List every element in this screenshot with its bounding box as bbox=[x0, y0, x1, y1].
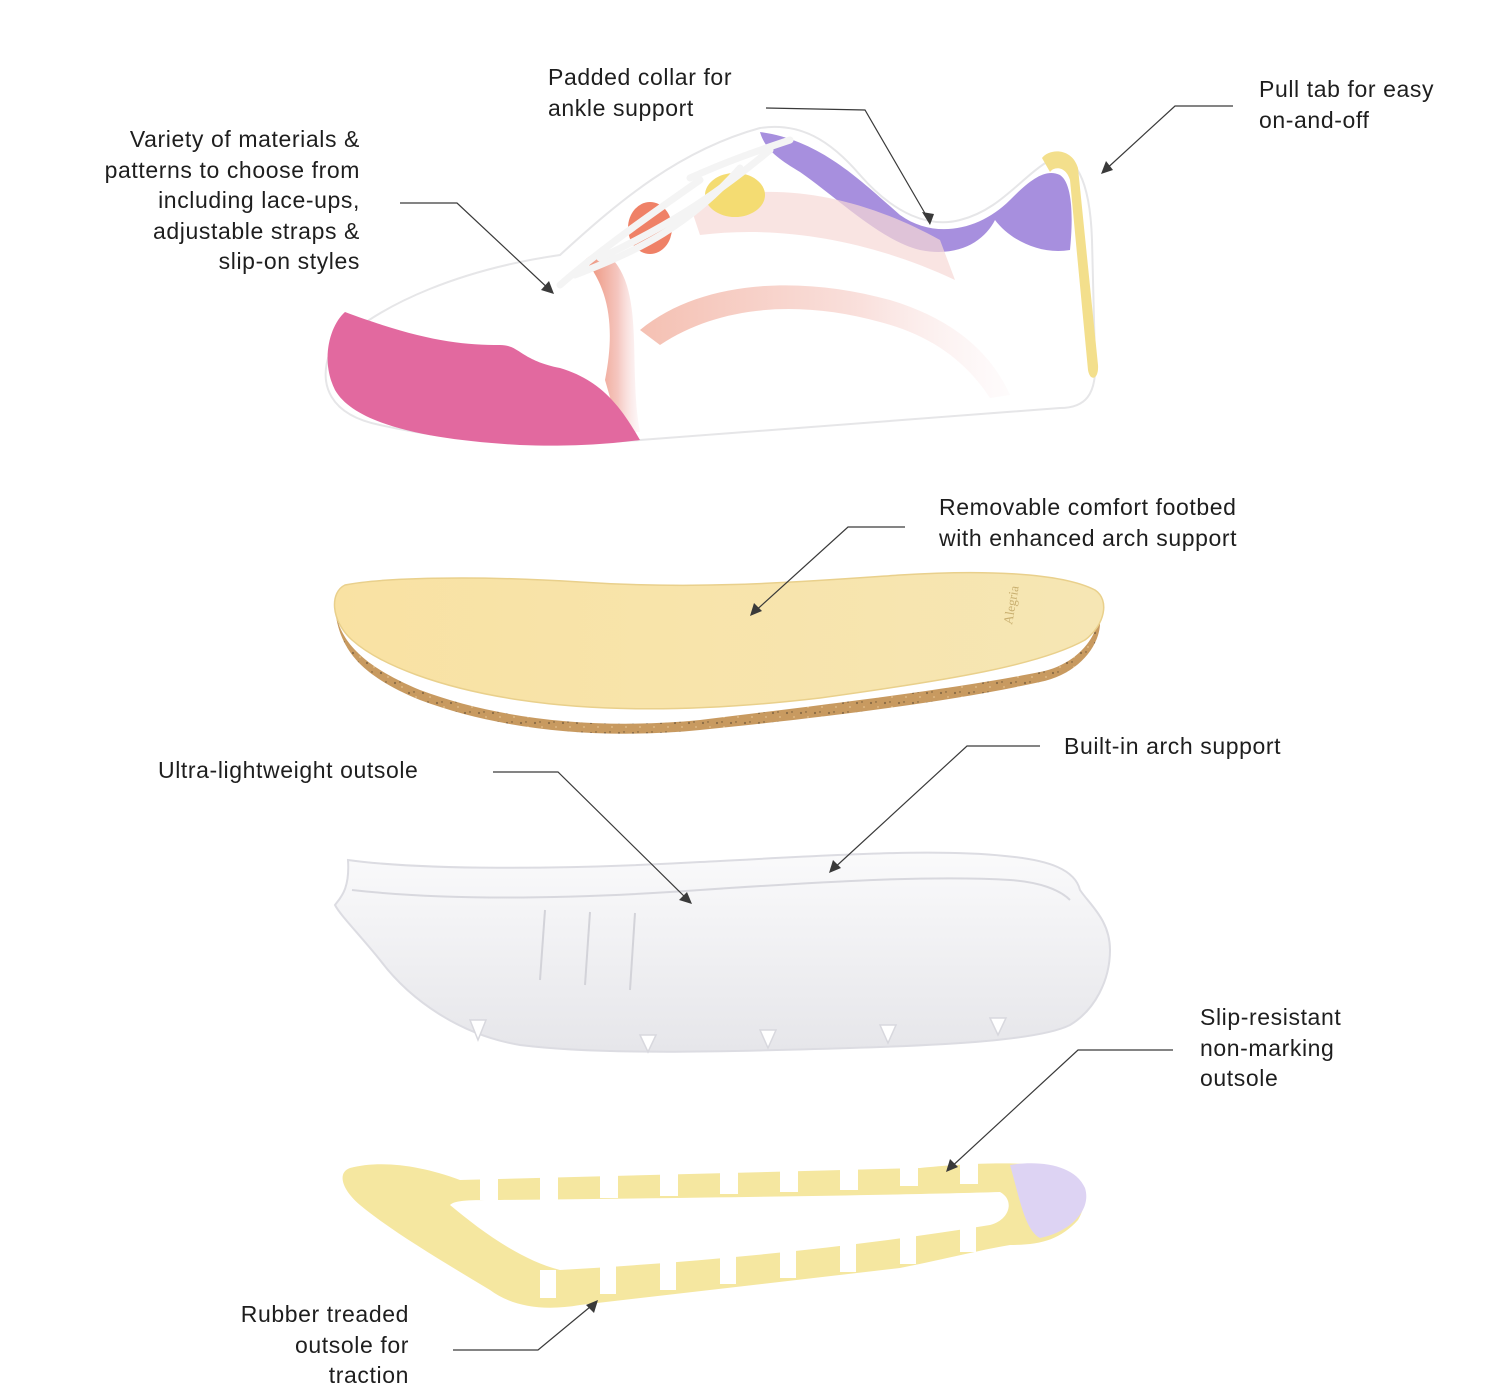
leader-slip-resistant bbox=[947, 1049, 1173, 1171]
callout-ultra-lightweight: Ultra-lightweight outsole bbox=[158, 757, 419, 783]
leader-pull-tab bbox=[1102, 105, 1233, 173]
collar-lining bbox=[760, 132, 1072, 252]
arrow-footbed bbox=[750, 603, 762, 616]
decorative-stripe-front bbox=[585, 252, 640, 432]
tread-outsole-ring bbox=[342, 1163, 1085, 1308]
midsole-body bbox=[333, 851, 1112, 1053]
toe-cap bbox=[327, 312, 640, 446]
leader-lines bbox=[400, 105, 1233, 1351]
leader-footbed bbox=[751, 526, 905, 615]
footbed-brand-text: Alegria bbox=[1000, 584, 1022, 625]
midsole-tread-notches bbox=[468, 1017, 1008, 1054]
arrow-arch bbox=[829, 860, 841, 873]
callout-arch-support: Built-in arch support bbox=[1064, 733, 1282, 759]
heel-pad bbox=[1010, 1163, 1087, 1238]
arrow-outsole-light bbox=[679, 892, 692, 904]
leader-materials bbox=[400, 202, 553, 293]
leader-collar bbox=[765, 107, 931, 223]
arrow-slip-resistant bbox=[946, 1159, 958, 1172]
callout-slip-resistant: Slip-resistant non-marking outsole bbox=[1200, 1004, 1342, 1091]
footbed-cork-base bbox=[335, 610, 1100, 734]
midsole bbox=[333, 851, 1112, 1054]
footbed-top bbox=[333, 571, 1105, 710]
lace-eyelet-yellow bbox=[705, 173, 765, 217]
footbed: Alegria bbox=[333, 571, 1105, 734]
arrow-treaded bbox=[586, 1300, 598, 1313]
callout-treaded-outsole: Rubber treaded outsole for traction bbox=[240, 1301, 409, 1388]
tread-lugs bbox=[480, 1160, 978, 1298]
laces bbox=[556, 136, 794, 289]
leader-outsole-light bbox=[493, 771, 691, 903]
midsole-inner-wall bbox=[351, 877, 1071, 901]
pull-tab bbox=[1042, 151, 1099, 378]
callout-footbed: Removable comfort footbed with enhanced … bbox=[939, 494, 1238, 551]
callout-padded-collar: Padded collar for ankle support bbox=[548, 64, 733, 121]
tread-outsole bbox=[342, 1160, 1087, 1308]
side-panel-stripe bbox=[690, 191, 955, 280]
leader-treaded bbox=[453, 1301, 597, 1351]
leader-arch bbox=[830, 745, 1040, 872]
arrow-materials bbox=[541, 281, 554, 294]
arrow-collar bbox=[922, 212, 934, 225]
decorative-stripe-rear bbox=[640, 285, 1010, 398]
midsole-flex-grooves bbox=[539, 909, 636, 991]
callout-materials: Variety of materials & patterns to choos… bbox=[104, 126, 360, 274]
arrow-pull-tab bbox=[1101, 161, 1113, 174]
shoe-upper bbox=[324, 125, 1099, 446]
callout-pull-tab: Pull tab for easy on-and-off bbox=[1259, 76, 1435, 133]
